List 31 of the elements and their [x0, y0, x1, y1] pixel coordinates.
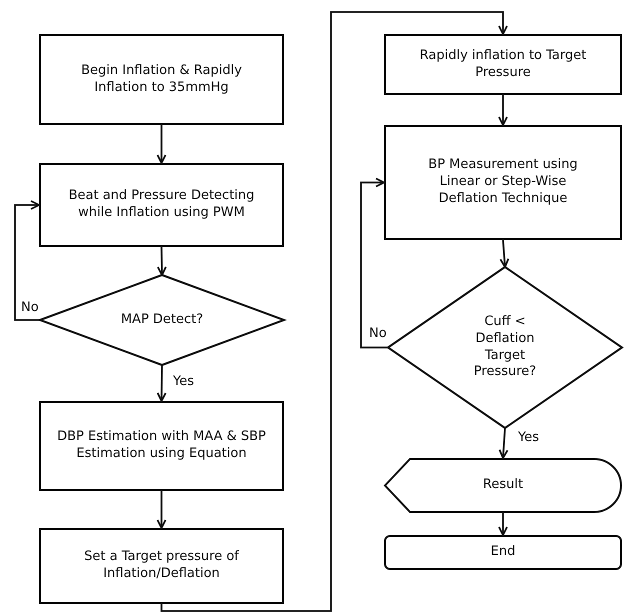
node-text: BP Measurement using Linear or Step-Wise Deflation Technique — [427, 157, 579, 208]
node-text: DBP Estimation with MAA & SBP Estimation using Equation — [56, 429, 267, 463]
node-text: End — [490, 544, 516, 561]
node-text: Rapidly inflation to Target Pressure — [418, 48, 588, 82]
node-text: Begin Inflation & Rapidly Inflation to 35mmHg — [80, 62, 243, 96]
arrow — [498, 428, 508, 459]
node-text: MAP Detect? — [120, 312, 204, 328]
arrow — [160, 11, 508, 612]
node-text: Set a Target pressure of Inflation/Deflation — [83, 549, 240, 583]
process-box — [39, 163, 284, 247]
arrow — [360, 178, 388, 348]
arrow — [14, 200, 40, 321]
arrow — [156, 491, 166, 529]
process-box — [39, 401, 284, 491]
arrow — [500, 240, 510, 268]
decision-diamond — [388, 267, 622, 428]
process-box — [384, 125, 622, 240]
arrow — [156, 246, 167, 276]
display-shape — [384, 458, 622, 513]
arrow — [156, 364, 166, 402]
node-text: Beat and Pressure Detecting while Inflation using PWM — [68, 188, 256, 222]
arrow — [498, 95, 508, 126]
process-box — [39, 528, 284, 604]
node-text: Result — [482, 477, 524, 494]
terminal-box — [384, 535, 622, 570]
process-box — [39, 34, 284, 125]
process-box — [384, 34, 622, 95]
decision-diamond — [40, 275, 284, 365]
arrow — [498, 513, 508, 536]
arrow — [156, 125, 166, 164]
node-text: Cuff < Deflation Target Pressure? — [472, 314, 538, 382]
